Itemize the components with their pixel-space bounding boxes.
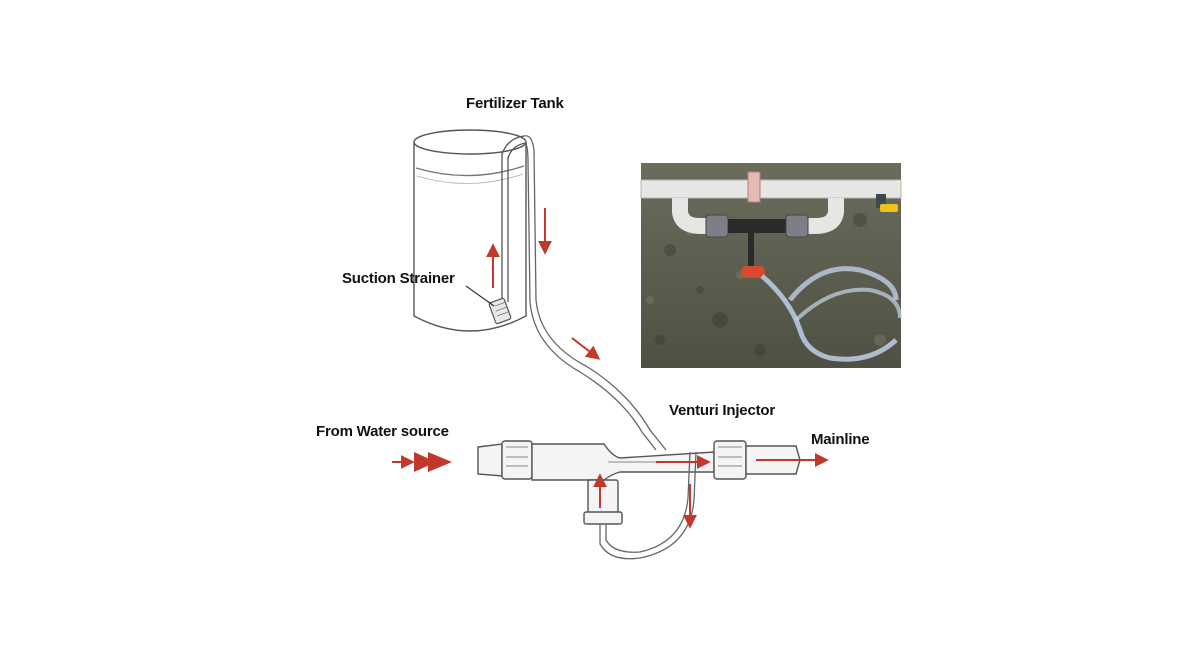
mainline-label: Mainline — [811, 431, 870, 448]
flow-arrow-icon — [392, 208, 829, 529]
fertilizer-tank-label: Fertilizer Tank — [466, 95, 564, 112]
installation-photo — [640, 163, 902, 368]
venturi-injector-label: Venturi Injector — [669, 402, 775, 419]
from-water-source-label: From Water source — [316, 423, 449, 440]
suction-strainer-leader — [465, 285, 495, 307]
suction-strainer-icon — [488, 297, 512, 325]
feed-hose-icon — [523, 135, 667, 451]
venturi-injector-icon — [477, 440, 801, 525]
water-inlet-arrow-icon — [414, 452, 452, 472]
fertilizer-tank-icon — [413, 129, 527, 332]
suction-tube-icon — [501, 135, 527, 302]
suction-strainer-label: Suction Strainer — [342, 270, 455, 287]
